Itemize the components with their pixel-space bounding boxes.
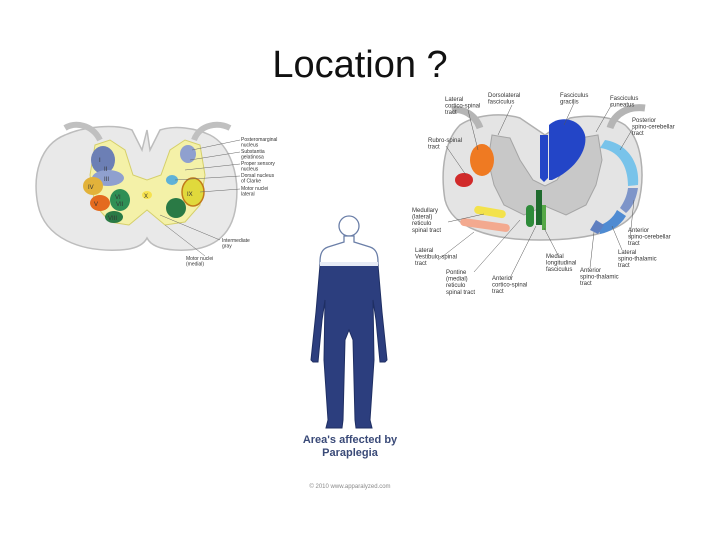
figure-copyright: © 2010 www.apparalyzed.com [309, 484, 391, 490]
lateral-corticospinal-shape [470, 144, 494, 176]
ant-spinocerebellar-shape [620, 188, 638, 213]
lamina-label-5: V [94, 202, 98, 208]
lamina-label-9: IX [187, 192, 193, 198]
lamina-label-8: VIII [108, 216, 117, 222]
human-figure [310, 215, 388, 429]
left-dorsal-root [63, 121, 103, 142]
figure-neck-shoulders [319, 235, 379, 266]
right-dorsal-root [191, 121, 232, 142]
posteromarginal-right [180, 145, 196, 163]
lamina-V-left [83, 177, 103, 195]
lamina-IX-left [105, 211, 123, 223]
slide-title: Location ? [272, 44, 448, 86]
fasciculus-cuneatus-shape [549, 119, 586, 180]
fasciculus-gracilis-shape [540, 135, 548, 182]
lamina-I-II-left [91, 146, 115, 174]
motor-medial-right [166, 198, 186, 218]
left-label-motor-medial: Motor nuclei(medial) [186, 256, 213, 268]
lamina-X [142, 191, 152, 199]
left-spinal-cord-diagram: I II III IV V VI VII VIII IX X Posteroma… [35, 121, 277, 268]
ant-spinothalamic-shape [590, 220, 604, 234]
anterior-corticospinal-shape [536, 190, 542, 225]
lamina-label-2: II [104, 167, 108, 173]
figure-waist-band [320, 262, 378, 266]
medial-longitudinal-shape [542, 205, 546, 230]
dorsal-nucleus-right [166, 175, 178, 185]
figure-head [338, 215, 360, 237]
lamina-VII-left [110, 189, 130, 211]
figure-caption-line2: Paraplegia [322, 447, 378, 459]
lamina-label-1: I [99, 158, 101, 164]
lamina-label-10: X [144, 194, 148, 200]
motor-lateral-right [181, 177, 205, 207]
post-spinocerebellar-shape [600, 140, 639, 186]
rubrospinal-shape [455, 173, 473, 187]
lamina-label-4: IV [88, 185, 94, 191]
lateral-vestibulospinal-shape [460, 218, 510, 232]
lat-spinothalamic-shape [598, 210, 626, 234]
lamina-label-3: III [104, 177, 109, 183]
pontine-reticulospinal-shape [526, 205, 534, 227]
lamina-label-6: VI [115, 195, 121, 201]
figure-caption-line1: Area's affected by [302, 434, 398, 446]
medullary-reticulospinal-shape [474, 205, 506, 219]
lamina-VI-left [90, 195, 110, 211]
figure-lower-body [310, 264, 388, 429]
lamina-label-7: VII [116, 202, 124, 208]
right-dorsal-root-left [451, 106, 484, 130]
right-dorsal-root-right [606, 104, 646, 130]
